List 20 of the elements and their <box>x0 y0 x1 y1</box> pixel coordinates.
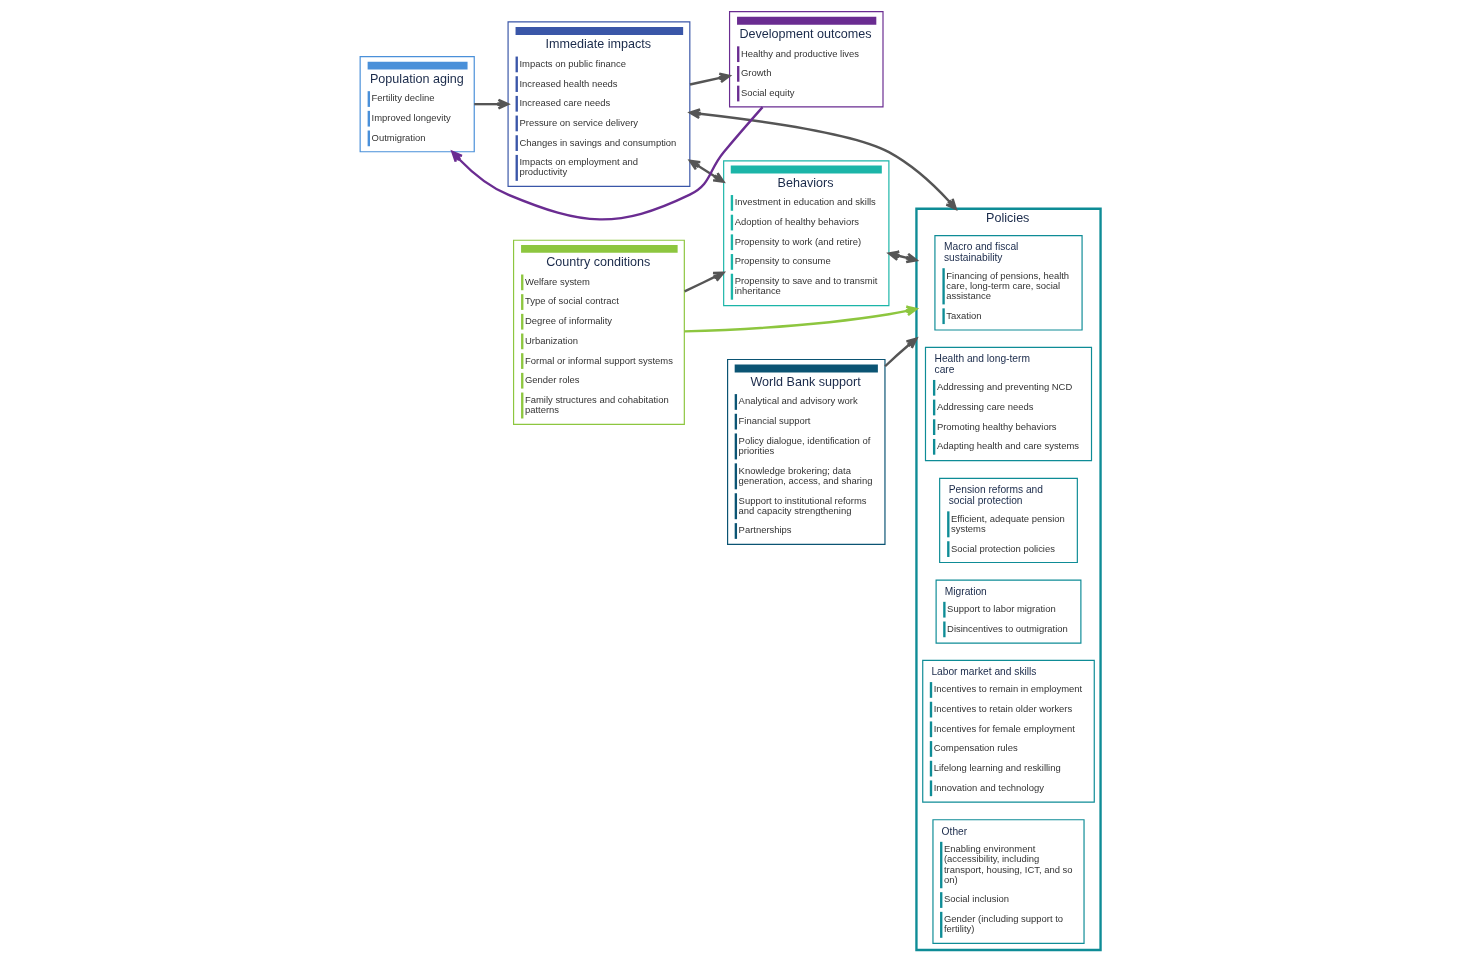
node-box: Other Enabling environment (accessibility, including transport, housing, ICT, and so on) Social inclusion Gender (including support to fertility) <box>932 819 1085 944</box>
node-box: Macro and fiscal sustainability Financing of pensions, health care, long-term care, social assistance Taxation <box>934 234 1083 331</box>
node-box: Behaviors Investment in education and skills Adoption of healthy behaviors Propensity to work (and retire) Propensity to consume Propensity to save and to transmit inheritance <box>723 160 890 307</box>
node-box: Health and long-term care Addressing and preventing NCD Addressing care needs Promoting healthy behaviors Adapting health and care systems <box>924 346 1093 462</box>
node-box: Immediate impacts Impacts on public finance Increased health needs Increased care needs Pressure on service delivery Changes in savings and consumption Impacts on employment and productivity <box>507 21 691 187</box>
arrow <box>688 159 725 183</box>
arrow <box>474 98 510 110</box>
arrow <box>684 271 725 293</box>
arrow <box>887 250 918 264</box>
node-box: Labor market and skills Incentives to remain in employment Incentives to retain older workers Incentives for female employment Compensation rules Lifelong learning and reskilling Innovation and technology <box>922 659 1095 803</box>
arrow <box>884 337 918 368</box>
node-box: Pension reforms and social protection Efficient, adequate pension systems Social protection policies <box>939 477 1078 564</box>
node-box: Development outcomes Healthy and productive lives Growth Social equity <box>729 11 884 108</box>
node-box: World Bank support Analytical and advisory work Financial support Policy dialogue, identification of priorities Knowledge brokering; data generation, access, and sharing Support to institutional reforms and capacity strengthening Partnerships <box>727 358 886 545</box>
node-box: Country conditions Welfare system Type of social contract Degree of informality Urbanization Formal or informal support systems Gender roles Family structures and cohabitation patterns <box>513 239 685 425</box>
arrow <box>689 72 731 86</box>
node-box: Migration Support to labor migration Disincentives to outmigration <box>935 579 1082 644</box>
arrow <box>451 106 764 221</box>
node-box: Population aging Fertility decline Improved longevity Outmigration <box>359 55 475 153</box>
arrow <box>684 305 918 333</box>
